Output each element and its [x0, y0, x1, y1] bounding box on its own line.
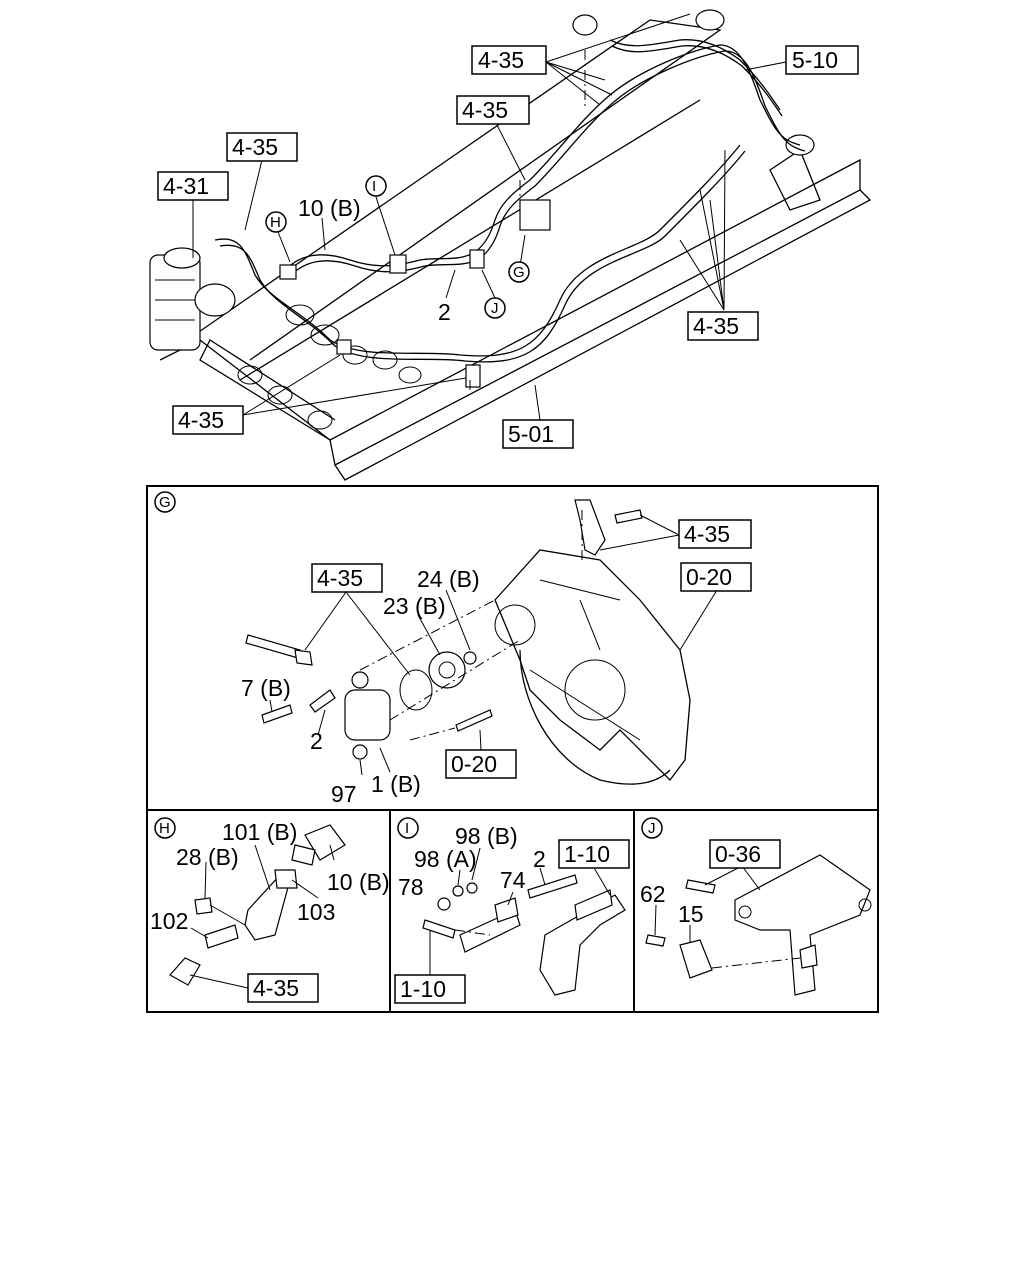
part-label: 2: [438, 299, 451, 325]
ref-box: 4-35: [247, 973, 319, 1003]
ref-label: 4-35: [478, 47, 524, 73]
detail-g-refs: 4-35 0-20 4-35 0-20: [311, 519, 752, 779]
callout-letter: H: [270, 214, 281, 231]
part-label: 10 (B): [327, 869, 390, 895]
part-label: 2: [533, 846, 546, 872]
part-label: 7 (B): [241, 675, 291, 701]
part-label: 102: [150, 908, 188, 934]
ref-label: 5-01: [508, 421, 554, 447]
detail-i-callout: I: [397, 817, 419, 839]
detail-h-callout: H: [154, 817, 176, 839]
ref-box: 1-10: [558, 839, 630, 869]
detail-i-labels: 98 (B) 98 (A) 2 78 74: [398, 823, 546, 900]
callout-circle: I: [365, 175, 387, 197]
overview-drawing: [149, 9, 872, 481]
ref-box: 4-35: [226, 132, 298, 162]
part-label: 78: [398, 874, 424, 900]
ref-label: 0-36: [715, 841, 761, 867]
callout-letter: I: [372, 178, 376, 195]
part-label: 103: [297, 899, 335, 925]
part-label: 74: [500, 867, 526, 893]
part-label: 2: [310, 728, 323, 754]
ref-label: 1-10: [400, 976, 446, 1002]
ref-box: 4-35: [687, 311, 759, 341]
ref-label: 4-31: [163, 173, 209, 199]
part-label: 28 (B): [176, 844, 239, 870]
overview-callouts: I H G J: [265, 175, 530, 319]
callout-letter: G: [513, 264, 525, 281]
detail-letter: G: [159, 494, 171, 511]
ref-label: 4-35: [693, 313, 739, 339]
detail-letter: J: [648, 820, 656, 837]
ref-box: 4-35: [311, 563, 383, 593]
detail-j-frame: [633, 809, 879, 1013]
ref-label: 1-10: [564, 841, 610, 867]
ref-label: 4-35: [684, 521, 730, 547]
detail-i-drawing: [422, 847, 626, 996]
part-label: 62: [640, 881, 666, 907]
detail-g-callout: G: [154, 491, 176, 513]
ref-box: 0-20: [680, 562, 752, 592]
callout-circle: J: [484, 297, 506, 319]
callout-circle: H: [265, 211, 287, 233]
part-label: 24 (B): [417, 566, 480, 592]
ref-label: 5-10: [792, 47, 838, 73]
part-label: 15: [678, 901, 704, 927]
ref-label: 4-35: [232, 134, 278, 160]
ref-box: 4-31: [157, 171, 229, 201]
detail-j-labels: 62 15: [640, 881, 704, 927]
ref-label: 4-35: [462, 97, 508, 123]
ref-box: 4-35: [471, 45, 547, 75]
part-label: 101 (B): [222, 819, 297, 845]
part-label: 98 (A): [414, 846, 477, 872]
part-label: 10 (B): [298, 195, 361, 221]
detail-j-callout: J: [641, 817, 663, 839]
overview-ref-boxes: 4-35 5-10 4-35 4-35 4-31 4-35 4-35 5-01: [157, 45, 859, 449]
ref-box: 0-20: [445, 749, 517, 779]
callout-letter: J: [491, 300, 499, 317]
detail-i-refs: 1-10 1-10: [394, 839, 630, 1004]
detail-letter: I: [405, 820, 409, 837]
overview-part-labels: 10 (B) 2: [298, 195, 451, 325]
callout-circle: G: [508, 261, 530, 283]
ref-box: 5-10: [785, 45, 859, 75]
detail-h-drawing: [169, 824, 346, 989]
ref-box: 5-01: [502, 419, 574, 449]
ref-box: 4-35: [456, 95, 530, 125]
part-label: 98 (B): [455, 823, 518, 849]
ref-label: 0-20: [686, 564, 732, 590]
ref-box: 0-36: [709, 839, 781, 869]
part-label: 97: [331, 781, 357, 807]
detail-letter: H: [159, 820, 170, 837]
ref-label: 4-35: [178, 407, 224, 433]
part-label: 1 (B): [371, 771, 421, 797]
detail-h-labels: 101 (B) 28 (B) 10 (B) 103 102: [150, 819, 390, 934]
ref-box: 1-10: [394, 974, 466, 1004]
ref-box: 4-35: [678, 519, 752, 549]
detail-g-drawing: [245, 499, 718, 785]
part-label: 23 (B): [383, 593, 446, 619]
ref-label: 4-35: [317, 565, 363, 591]
ref-label: 4-35: [253, 975, 299, 1001]
detail-g-labels: 24 (B) 23 (B) 7 (B) 2 97 1 (B): [241, 566, 480, 807]
detail-j-drawing: [645, 854, 872, 996]
ref-label: 0-20: [451, 751, 497, 777]
ref-box: 4-35: [172, 405, 244, 435]
